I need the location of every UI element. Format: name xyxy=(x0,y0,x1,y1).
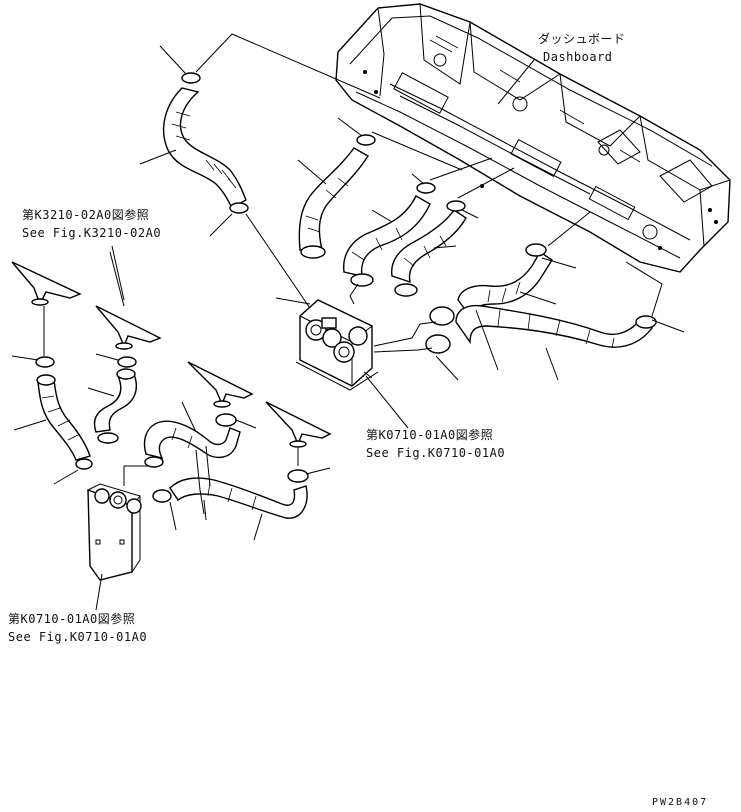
clamp-right-1 xyxy=(287,469,309,483)
clamp-d xyxy=(300,245,326,259)
dashboard-frame xyxy=(335,3,731,273)
clamp-f xyxy=(350,273,374,287)
clamp-left-6 xyxy=(97,432,119,444)
ref-k0710-left-leader xyxy=(95,573,103,611)
dashboard-label-jp: ダッシュボード xyxy=(538,32,626,46)
duct-long-lower xyxy=(169,477,308,519)
drawing-code: PW2B407 xyxy=(652,797,709,808)
ref-k0710-left-label-jp: 第K0710-01A0図参照 xyxy=(8,612,136,626)
duct-center-left xyxy=(143,420,241,460)
clamp-center-2 xyxy=(152,489,172,503)
clamp-b xyxy=(229,202,249,214)
outlet-mid xyxy=(187,361,254,408)
ref-k0710-right-label-jp: 第K0710-01A0図参照 xyxy=(366,428,494,442)
duct-upper-mid-2 xyxy=(343,195,431,277)
outlet-left-1 xyxy=(11,261,82,306)
outlet-right xyxy=(265,401,332,448)
distribution-box-left xyxy=(87,483,142,581)
clamp-e xyxy=(416,182,436,194)
clamp-k xyxy=(429,306,455,326)
clamp-c xyxy=(356,134,376,146)
clamp-left-2 xyxy=(117,356,137,368)
dashboard-leader xyxy=(497,59,535,105)
dashboard-label-en: Dashboard xyxy=(543,50,613,64)
clamp-h xyxy=(394,283,418,297)
distribution-box-center xyxy=(295,299,379,391)
clamp-g xyxy=(446,200,466,212)
clamp-a xyxy=(181,72,201,84)
ref-k3210-leader xyxy=(111,245,125,301)
clamp-center-1 xyxy=(144,456,164,468)
clamp-left-5 xyxy=(116,368,136,380)
clamp-left-3 xyxy=(36,374,56,386)
clamp-left-1 xyxy=(35,356,55,368)
ref-k3210-label-en: See Fig.K3210-02A0 xyxy=(22,226,162,240)
ref-k0710-right-leader xyxy=(365,375,409,429)
duct-left-2 xyxy=(93,373,138,433)
clamp-l xyxy=(425,334,451,354)
duct-upper-long xyxy=(162,87,247,209)
clamp-mid-1 xyxy=(215,413,237,427)
duct-right-2 xyxy=(455,304,654,349)
clamp-left-4 xyxy=(75,458,93,470)
clamp-i xyxy=(525,243,547,257)
duct-upper-mid-3 xyxy=(391,209,467,284)
duct-upper-mid-1 xyxy=(298,147,369,251)
ref-k3210-label-jp: 第K3210-02A0図参照 xyxy=(22,208,150,222)
ref-k0710-right-label-en: See Fig.K0710-01A0 xyxy=(366,446,506,460)
duct-left-1 xyxy=(37,379,91,461)
ref-k0710-left-label-en: See Fig.K0710-01A0 xyxy=(8,630,148,644)
clamp-j xyxy=(635,315,657,329)
outlet-left-2 xyxy=(95,305,162,350)
